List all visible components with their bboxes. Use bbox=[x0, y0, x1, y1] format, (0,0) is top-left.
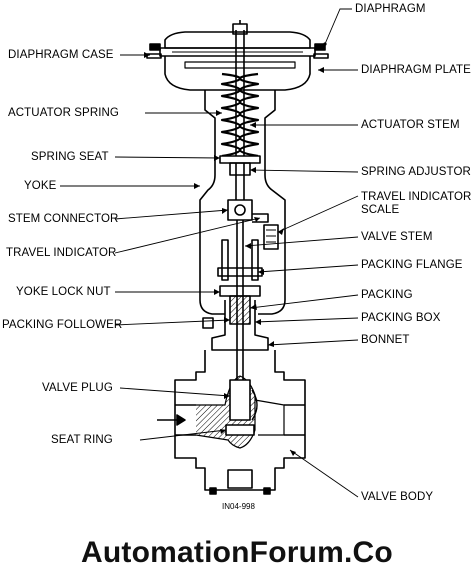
label-packing-box: PACKING BOX bbox=[361, 312, 441, 324]
drawing-code: IN04-998 bbox=[222, 502, 255, 511]
label-packing: PACKING bbox=[361, 289, 413, 301]
leader-arrowheads bbox=[144, 42, 327, 456]
label-valve-plug: VALVE PLUG bbox=[42, 382, 113, 394]
label-packing-follower: PACKING FOLLOWER bbox=[2, 319, 123, 331]
diaphragm-plate-shape bbox=[184, 61, 296, 69]
label-bonnet: BONNET bbox=[361, 334, 410, 346]
label-spring-adjustor: SPRING ADJUSTOR bbox=[361, 166, 471, 178]
valve-body-shape bbox=[174, 350, 306, 495]
label-stem-connector: STEM CONNECTOR bbox=[8, 213, 119, 225]
label-travel-indicator: TRAVEL INDICATOR bbox=[6, 247, 117, 259]
diaphragm-case-shape bbox=[146, 20, 329, 91]
actuator-spring-shape bbox=[220, 72, 260, 158]
label-yoke: YOKE bbox=[24, 180, 57, 192]
label-actuator-spring: ACTUATOR SPRING bbox=[8, 107, 119, 119]
label-valve-body: VALVE BODY bbox=[361, 491, 434, 503]
leader-lines bbox=[60, 8, 359, 498]
label-valve-stem: VALVE STEM bbox=[361, 231, 433, 243]
label-spring-seat: SPRING SEAT bbox=[31, 151, 109, 163]
label-actuator-stem: ACTUATOR STEM bbox=[361, 119, 460, 131]
brand-watermark: AutomationForum.Co bbox=[81, 536, 393, 569]
label-travel-indicator-scale-line2: SCALE bbox=[361, 204, 400, 216]
label-diaphragm-case: DIAPHRAGM CASE bbox=[8, 49, 114, 61]
label-yoke-lock-nut: YOKE LOCK NUT bbox=[16, 286, 111, 298]
label-packing-flange: PACKING FLANGE bbox=[361, 259, 463, 271]
label-diaphragm: DIAPHRAGM bbox=[355, 3, 426, 15]
label-seat-ring: SEAT RING bbox=[51, 434, 113, 446]
label-travel-indicator-scale-line1: TRAVEL INDICATOR bbox=[361, 191, 472, 203]
label-diaphragm-plate: DIAPHRAGM PLATE bbox=[361, 64, 471, 76]
